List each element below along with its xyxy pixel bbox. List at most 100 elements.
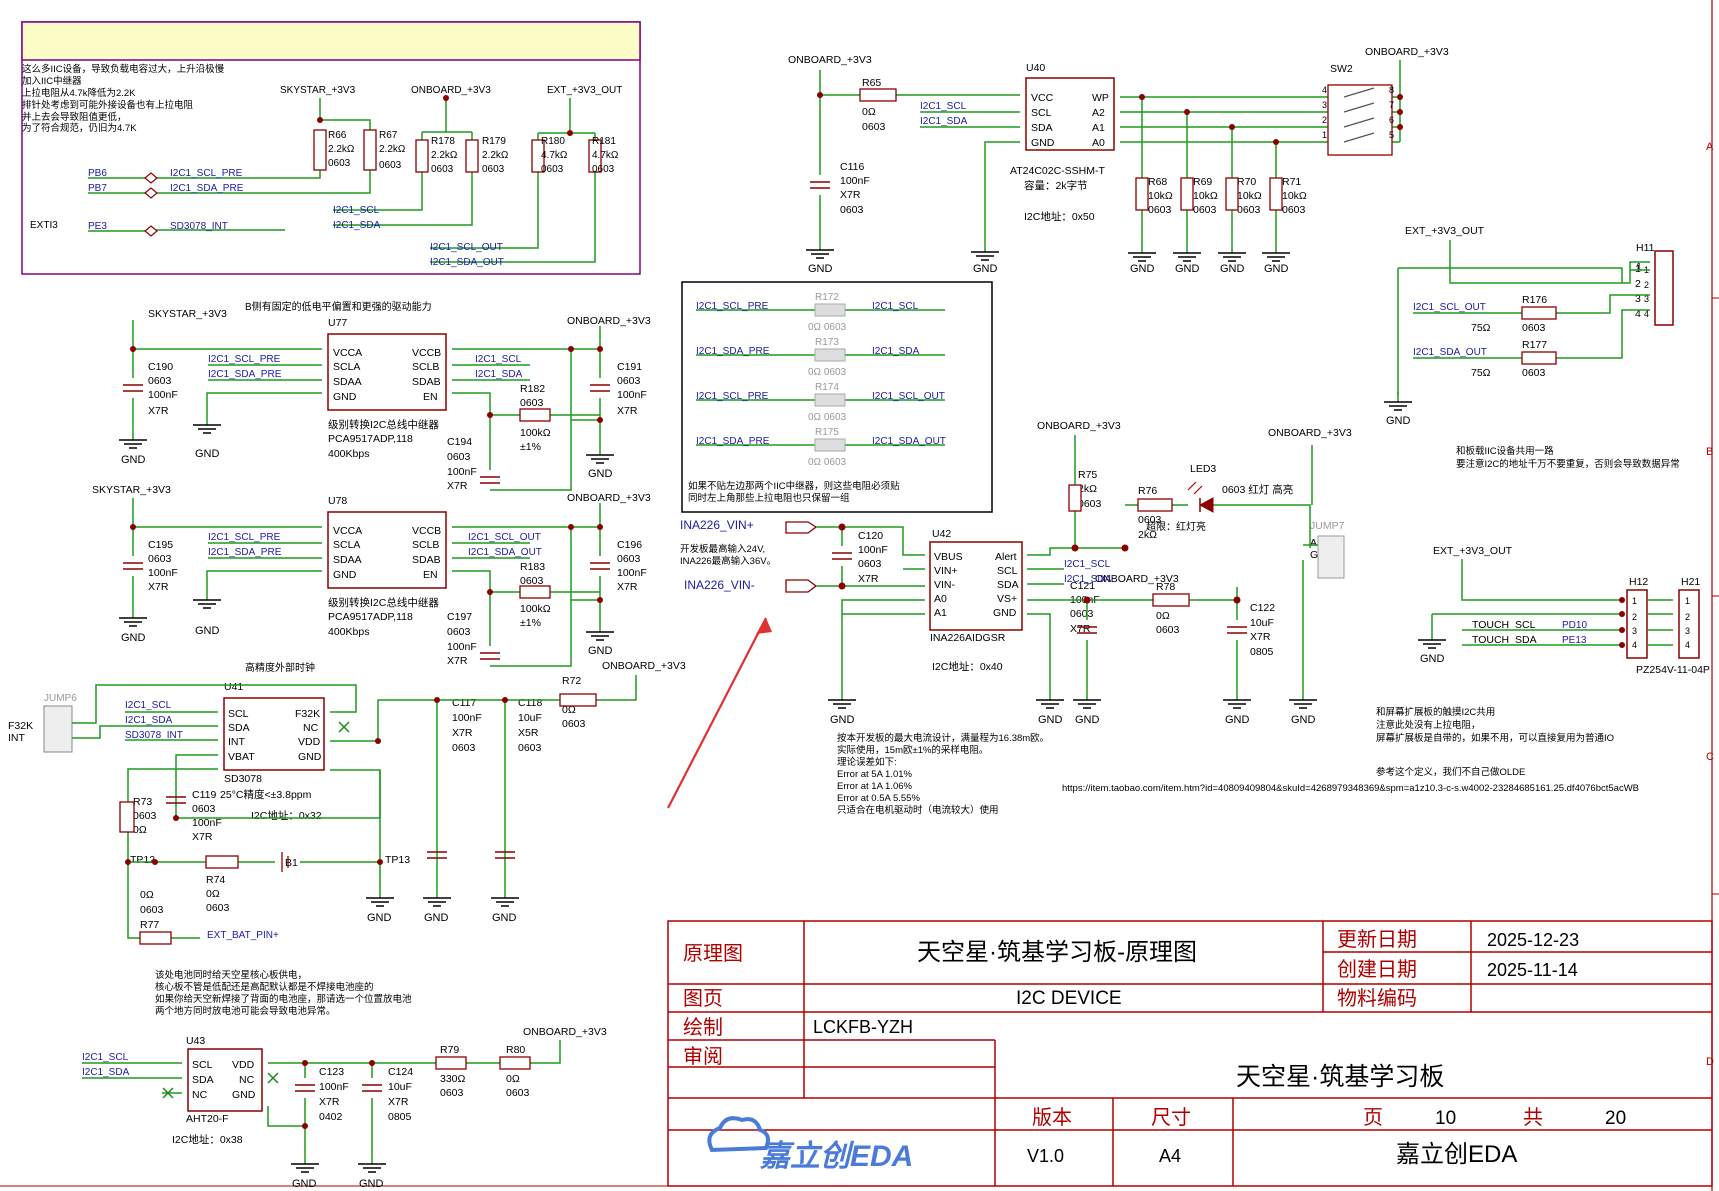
svg-text:GND: GND: [292, 1178, 317, 1190]
svg-text:ONBOARD_+3V3: ONBOARD_+3V3: [411, 85, 491, 96]
svg-text:B1: B1: [285, 857, 298, 869]
svg-text:6: 6: [1389, 115, 1394, 125]
svg-text:A1: A1: [1092, 122, 1105, 134]
svg-text:0Ω: 0Ω: [562, 704, 576, 716]
jumper-box: I2C1_SCL_PRE I2C1_SCL I2C1_SDA_PRE I2C1_SD…: [681, 281, 993, 513]
svg-text:2.2kΩ: 2.2kΩ: [482, 150, 509, 161]
svg-text:INT: INT: [8, 732, 26, 744]
svg-text:为了符合规范，仍旧为4.7K: 为了符合规范，仍旧为4.7K: [22, 122, 137, 134]
svg-text:0603: 0603: [148, 553, 172, 565]
svg-text:U78: U78: [328, 495, 347, 507]
svg-text:EN: EN: [423, 569, 438, 581]
svg-text:0603: 0603: [452, 742, 476, 754]
svg-text:VS+: VS+: [997, 593, 1017, 605]
svg-text:PB6: PB6: [88, 168, 107, 179]
svg-text:X7R: X7R: [1070, 623, 1091, 635]
svg-text:C123: C123: [319, 1066, 344, 1078]
svg-text:0Ω 0603: 0Ω 0603: [808, 457, 847, 468]
svg-text:EXT_+3V3_OUT: EXT_+3V3_OUT: [547, 85, 622, 96]
version: V1.0: [1027, 1146, 1064, 1166]
svg-text:GND: GND: [1386, 415, 1411, 427]
svg-text:0Ω: 0Ω: [140, 889, 154, 901]
svg-text:GND: GND: [1075, 714, 1100, 726]
svg-text:±1%: ±1%: [520, 441, 541, 453]
svg-text:0603: 0603: [140, 904, 164, 916]
svg-text:0805: 0805: [388, 1111, 412, 1123]
sheet-size: A4: [1159, 1146, 1181, 1166]
svg-text:C116: C116: [840, 161, 864, 173]
rtc-note: 高精度外部时钟: [245, 661, 315, 674]
svg-text:10kΩ: 10kΩ: [1237, 190, 1262, 202]
svg-text:1: 1: [1635, 263, 1641, 275]
svg-text:容量：2k字节: 容量：2k字节: [1024, 179, 1088, 192]
svg-text:GND: GND: [588, 468, 613, 480]
svg-text:VCCA: VCCA: [333, 347, 362, 359]
svg-text:I2C1_SDA_PRE: I2C1_SDA_PRE: [696, 436, 770, 447]
svg-text:EXT_+3V3_OUT: EXT_+3V3_OUT: [1405, 225, 1485, 237]
svg-text:R70: R70: [1237, 176, 1256, 188]
svg-text:H21: H21: [1681, 576, 1700, 588]
svg-text:ONBOARD_+3V3: ONBOARD_+3V3: [1365, 46, 1449, 58]
svg-text:100nF: 100nF: [319, 1081, 349, 1093]
svg-text:I2C1_SCL_PRE: I2C1_SCL_PRE: [696, 301, 769, 312]
svg-text:100nF: 100nF: [192, 817, 222, 829]
svg-text:R175: R175: [815, 427, 839, 438]
svg-text:GND: GND: [333, 391, 357, 403]
label-update: 更新日期: [1337, 928, 1417, 951]
svg-text:100nF: 100nF: [148, 389, 178, 401]
svg-text:0603: 0603: [840, 204, 864, 216]
svg-text:INA226_VIN-: INA226_VIN-: [684, 578, 755, 592]
svg-text:如果不贴左边那两个IIC中继器，则这些电阻必须贴: 如果不贴左边那两个IIC中继器，则这些电阻必须贴: [688, 480, 900, 492]
svg-text:H12: H12: [1629, 576, 1648, 588]
page-number: 10: [1435, 1108, 1456, 1129]
svg-text:10uF: 10uF: [1250, 617, 1274, 629]
svg-text:H11: H11: [1636, 242, 1655, 254]
svg-text:C191: C191: [617, 361, 642, 373]
svg-text:I2C1_SDA: I2C1_SDA: [872, 346, 920, 357]
svg-text:R176: R176: [1522, 294, 1547, 306]
border-letter-d: D: [1706, 1056, 1714, 1068]
svg-text:R172: R172: [815, 292, 839, 303]
title-block: 原理图 更新日期 创建日期 图页 物料编码 绘制 审阅 版本 尺寸 页 共 天空…: [667, 920, 1713, 1187]
svg-text:GND: GND: [298, 751, 322, 763]
svg-text:INA226AIDGSR: INA226AIDGSR: [930, 632, 1006, 644]
svg-text:R181: R181: [592, 136, 616, 147]
svg-text:R180: R180: [541, 136, 565, 147]
svg-text:0603: 0603: [1148, 204, 1172, 216]
svg-text:0805: 0805: [1250, 646, 1274, 658]
svg-text:I2C1_SDA_PRE: I2C1_SDA_PRE: [208, 547, 282, 558]
svg-text:4: 4: [1632, 640, 1637, 650]
svg-text:X7R: X7R: [452, 727, 473, 739]
svg-text:级别转换I2C总线中继器: 级别转换I2C总线中继器: [328, 418, 439, 431]
label-review: 审阅: [683, 1045, 723, 1068]
svg-text:0603: 0603: [328, 158, 351, 169]
svg-text:4: 4: [1322, 85, 1327, 95]
svg-text:U40: U40: [1026, 62, 1045, 74]
pullup-note: 这么多IIC设备，导致负载电容过大，上升沿极慢 加入IIC中继器 上拉电阻从4.…: [22, 63, 225, 134]
svg-text:SDA: SDA: [997, 579, 1019, 591]
svg-text:C117: C117: [452, 697, 476, 709]
svg-text:I2C1_SDA_PRE: I2C1_SDA_PRE: [696, 346, 770, 357]
svg-text:I2C1_SDA_OUT: I2C1_SDA_OUT: [430, 257, 504, 268]
svg-text:0Ω: 0Ω: [506, 1073, 520, 1085]
svg-text:100nF: 100nF: [148, 567, 178, 579]
svg-text:GND: GND: [993, 607, 1017, 619]
svg-text:SDAB: SDAB: [412, 554, 441, 566]
svg-text:0Ω 0603: 0Ω 0603: [808, 367, 847, 378]
svg-text:U77: U77: [328, 317, 347, 329]
svg-text:R79: R79: [440, 1044, 459, 1056]
schematic-title: 天空星·筑基学习板-原理图: [917, 939, 1197, 966]
svg-text:3: 3: [1322, 100, 1327, 110]
svg-text:I2C1_SCL: I2C1_SCL: [872, 301, 919, 312]
reference-url: https://item.taobao.com/item.htm?id=4080…: [1062, 783, 1639, 794]
board-name: 天空星·筑基学习板: [1236, 1063, 1444, 1091]
svg-text:和屏幕扩展板的触摸I2C共用: 和屏幕扩展板的触摸I2C共用: [1376, 706, 1495, 718]
total-pages: 20: [1605, 1108, 1626, 1129]
svg-text:GND: GND: [1291, 714, 1316, 726]
svg-text:I2C1_SCL: I2C1_SCL: [475, 354, 522, 365]
svg-text:0402: 0402: [319, 1111, 343, 1123]
svg-text:10kΩ: 10kΩ: [1193, 190, 1218, 202]
svg-text:GND: GND: [1175, 263, 1200, 275]
